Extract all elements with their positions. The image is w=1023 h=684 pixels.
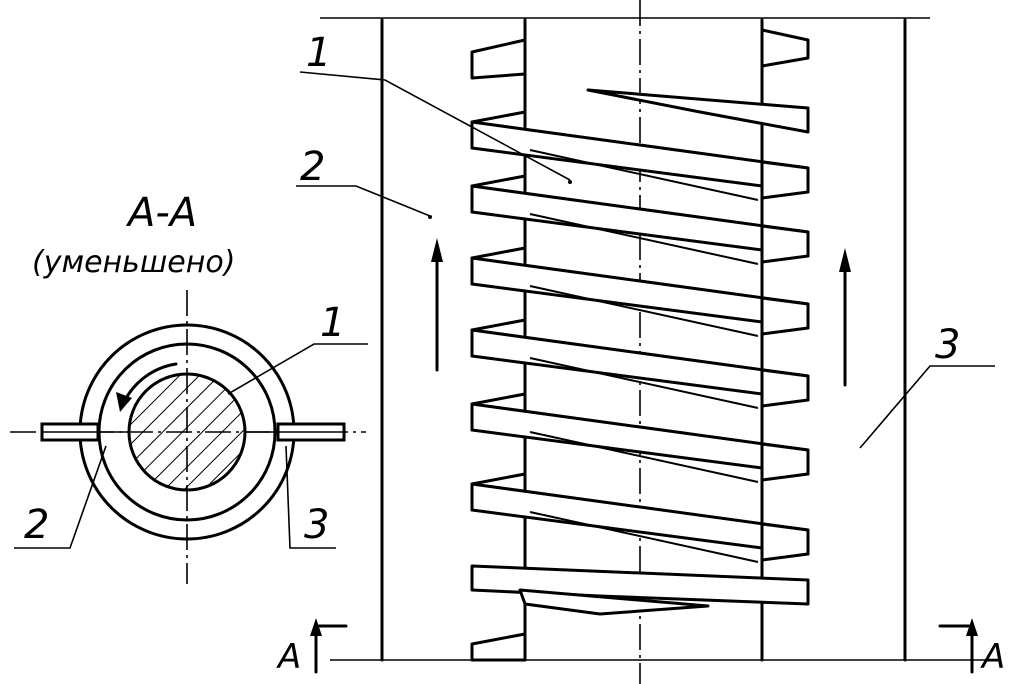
blade-bottom-sweep — [470, 564, 810, 606]
section-marker-left: A — [276, 618, 348, 677]
flow-arrow-right — [839, 248, 851, 387]
blade-right-tip — [760, 368, 810, 408]
label-1: 1 — [306, 30, 331, 76]
section-label-1: 1 — [320, 300, 345, 346]
rotation-arrowhead — [116, 392, 132, 412]
svg-text:A: A — [276, 637, 301, 677]
section-leader-1 — [227, 343, 368, 395]
blade-top-right — [760, 28, 810, 68]
blade-face — [470, 328, 810, 402]
section-view: A-A (уменьшено) 1 2 3 — [10, 190, 368, 584]
flow-arrow-left — [431, 238, 443, 372]
blade-inner-edge — [529, 431, 759, 483]
blade-right-tip — [760, 442, 810, 482]
blade-top-left — [470, 38, 527, 80]
leader-label-2 — [296, 185, 431, 217]
section-title: A-A — [125, 190, 197, 236]
section-label-2: 2 — [24, 502, 49, 548]
label-2: 2 — [300, 144, 325, 190]
hatched-shaft — [127, 372, 247, 492]
blade-right-tip — [760, 160, 810, 200]
section-marker-right: A — [938, 618, 1005, 677]
rotation-arrow — [122, 362, 178, 404]
section-leader-3 — [285, 445, 336, 549]
leader-dot-1 — [568, 180, 572, 184]
blade-inner-edge — [529, 511, 759, 563]
label-3: 3 — [935, 322, 960, 368]
blade-face — [470, 482, 810, 556]
blade-bottom-wedge — [518, 588, 710, 616]
section-label-3: 3 — [304, 502, 329, 548]
blade-inner-edge — [529, 213, 759, 265]
leader-dot-2 — [428, 215, 432, 219]
main-view: 1 2 3 A A — [276, 0, 1005, 684]
blade-inner-edge — [529, 357, 759, 409]
blade-right-tip — [760, 522, 810, 562]
leader-label-3 — [859, 365, 995, 449]
helical-blades — [470, 28, 810, 662]
section-subtitle: (уменьшено) — [32, 245, 235, 280]
blade-inner-edge — [529, 149, 759, 201]
section-leader-2 — [14, 445, 107, 549]
blade-top-sweep — [586, 88, 810, 134]
blade-inner-edge — [529, 285, 759, 337]
leader-label-1 — [299, 71, 571, 181]
blade-bottom-left — [470, 632, 527, 662]
svg-text:A: A — [980, 637, 1005, 677]
blade-right-tip — [760, 224, 810, 264]
blade-right-tip — [760, 296, 810, 336]
